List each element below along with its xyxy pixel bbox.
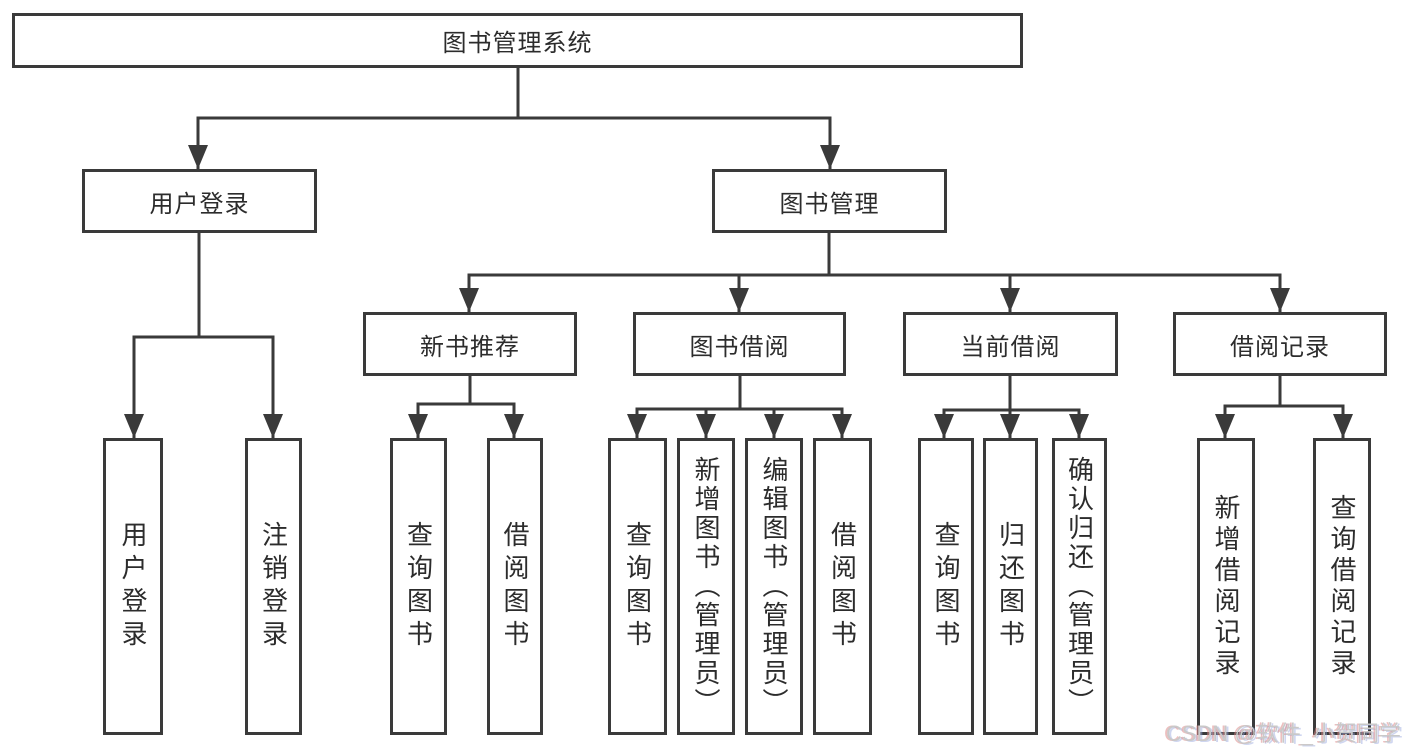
leaf-query-books-current: 查询图书	[918, 438, 974, 735]
leaf-user-login: 用户登录	[103, 438, 163, 735]
node-borrowing-records: 借阅记录	[1173, 312, 1387, 376]
node-label: 图书管理	[779, 190, 880, 218]
node-current-borrowing: 当前借阅	[903, 312, 1118, 376]
leaf-return-books: 归还图书	[983, 438, 1038, 735]
leaf-confirm-return-admin: 确认归还（管理员）	[1052, 438, 1107, 735]
node-label: 图书借阅	[689, 333, 790, 361]
leaf-query-borrow-record: 查询借阅记录	[1313, 438, 1371, 735]
node-label: 新增图书（管理员）	[691, 456, 721, 717]
node-label: 查询图书	[931, 520, 961, 653]
node-label: 借阅图书	[500, 520, 530, 653]
node-label: 编辑图书（管理员）	[759, 456, 789, 717]
leaf-borrow-books: 借阅图书	[813, 438, 872, 735]
node-new-book-recommendation: 新书推荐	[363, 312, 577, 376]
node-root-system: 图书管理系统	[12, 13, 1023, 68]
node-label: 新增借阅记录	[1211, 493, 1241, 680]
node-label: 注销登录	[258, 520, 289, 653]
node-label: 新书推荐	[420, 333, 520, 361]
node-book-borrowing: 图书借阅	[633, 312, 846, 376]
node-label: 图书管理系统	[442, 30, 593, 57]
node-label: 用户登录	[149, 190, 250, 218]
node-label: 借阅记录	[1230, 333, 1330, 361]
leaf-add-borrow-record: 新增借阅记录	[1197, 438, 1255, 735]
node-label: 查询借阅记录	[1327, 493, 1357, 680]
csdn-watermark: CSDN @软件_小贺同学	[1165, 721, 1401, 746]
node-label: 确认归还（管理员）	[1064, 456, 1095, 717]
leaf-add-books-admin: 新增图书（管理员）	[677, 438, 735, 735]
leaf-logout: 注销登录	[245, 438, 302, 735]
leaf-query-books-borrowing: 查询图书	[608, 438, 667, 735]
node-label: 查询图书	[622, 520, 653, 653]
node-label: 当前借阅	[960, 333, 1061, 361]
node-label: 借阅图书	[827, 520, 858, 653]
leaf-edit-books-admin: 编辑图书（管理员）	[745, 438, 803, 735]
leaf-borrow-books-recommend: 借阅图书	[487, 438, 543, 735]
node-label: 用户登录	[118, 520, 148, 653]
node-label: 查询图书	[403, 520, 434, 653]
node-user-login: 用户登录	[82, 169, 317, 233]
node-book-management: 图书管理	[712, 169, 947, 233]
node-label: 归还图书	[995, 520, 1026, 653]
leaf-query-books-recommend: 查询图书	[390, 438, 447, 735]
